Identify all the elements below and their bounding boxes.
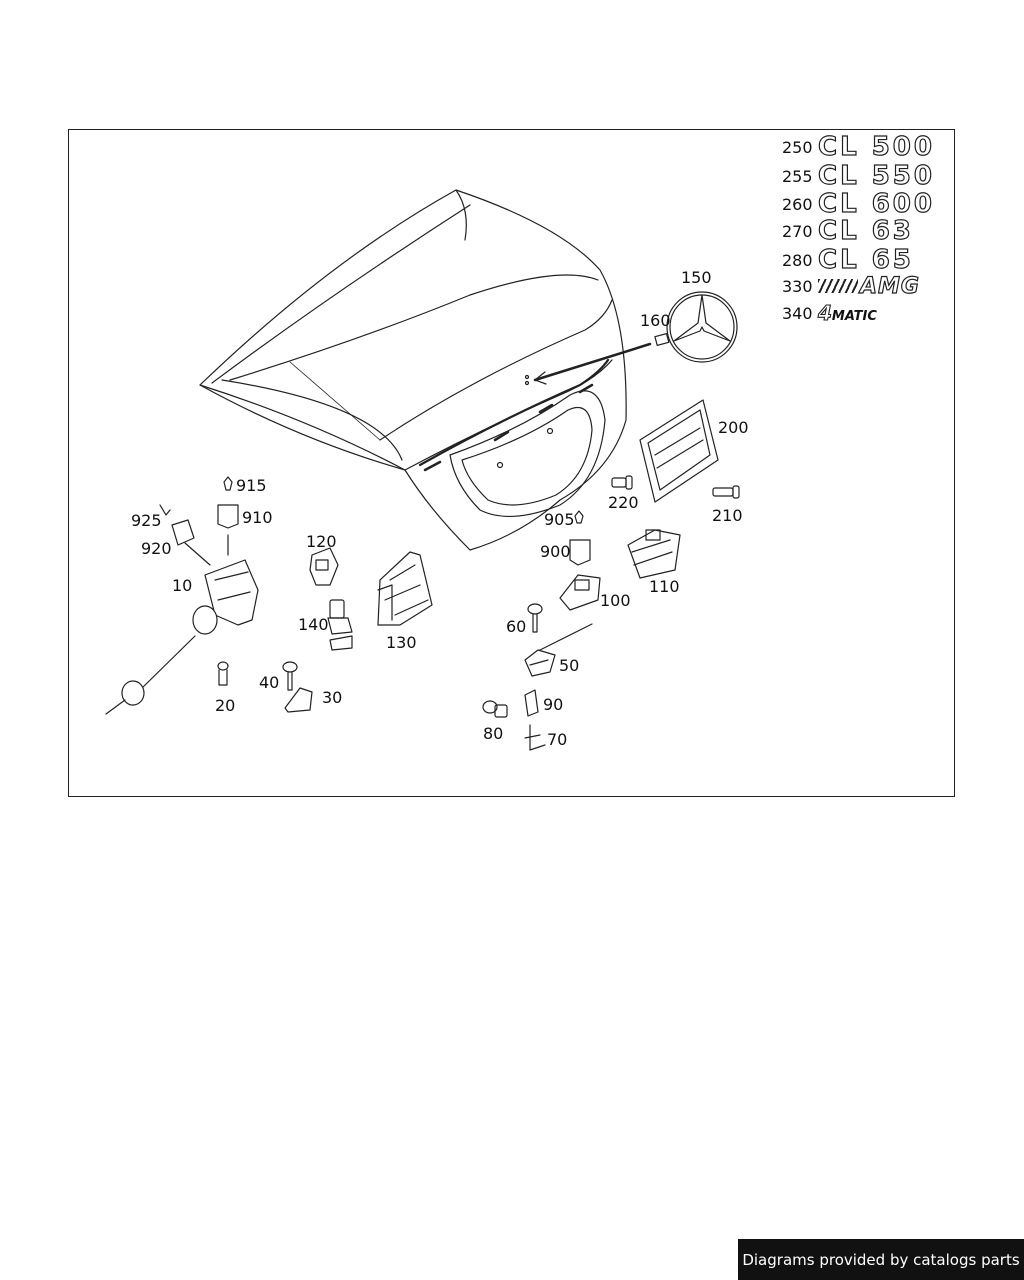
callout-200: 200 [718, 418, 749, 437]
callout-100: 100 [600, 591, 631, 610]
badge-cl65: CL 65 [817, 244, 914, 275]
handle-110 [627, 529, 681, 579]
callout-20: 20 [215, 696, 236, 715]
callout-140: 140 [298, 615, 329, 634]
badge-row-260: 260 CL 600 [782, 188, 935, 219]
part-120 [309, 547, 339, 586]
callout-70: 70 [547, 730, 568, 749]
bracket-30 [282, 661, 313, 713]
badge-4matic-sub: MATIC [831, 309, 877, 324]
screw-60 [527, 603, 543, 633]
callout-920: 920 [141, 539, 172, 558]
badge-number: 255 [782, 166, 813, 186]
plugs [159, 476, 239, 566]
star-emblem [666, 291, 738, 363]
callout-220: 220 [608, 493, 639, 512]
badge-amg: AMG [859, 273, 920, 299]
callout-10: 10 [172, 576, 193, 595]
plate-bracket [639, 399, 719, 503]
badge-number: 270 [782, 221, 813, 241]
screws [611, 475, 740, 499]
footer-credit: Diagrams provided by catalogs parts [738, 1239, 1024, 1280]
buffer-140 [327, 599, 353, 651]
callout-925: 925 [131, 511, 162, 530]
callout-210: 210 [712, 506, 743, 525]
amg-stripes-icon [818, 279, 858, 293]
bracket-70 [524, 724, 546, 751]
callout-80: 80 [483, 724, 504, 743]
callout-900: 900 [540, 542, 571, 561]
lock-50 [524, 623, 593, 677]
screw-80 [482, 700, 508, 718]
actuator-10 [105, 534, 259, 715]
badge-row-280: 280 CL 65 [782, 244, 914, 275]
badge-cl63: CL 63 [817, 215, 914, 246]
badge-number: 250 [782, 137, 813, 157]
callout-910: 910 [242, 508, 273, 527]
switch-100 [559, 510, 601, 611]
callout-60: 60 [506, 617, 527, 636]
badge-4matic-main: 4 [817, 300, 832, 325]
badge-row-340: 340 4MATIC [782, 300, 877, 326]
callout-90: 90 [543, 695, 564, 714]
badge-number: 260 [782, 194, 813, 214]
badge-row-270: 270 CL 63 [782, 215, 914, 246]
clip-90 [524, 689, 539, 717]
callout-905: 905 [544, 510, 575, 529]
callout-110: 110 [649, 577, 680, 596]
callout-30: 30 [322, 688, 343, 707]
trunk-lid [199, 189, 627, 551]
badge-row-250: 250 CL 500 [782, 131, 935, 162]
sleeve-and-arrow [524, 333, 670, 386]
badge-cl500: CL 500 [817, 131, 935, 162]
callout-130: 130 [386, 633, 417, 652]
callout-120: 120 [306, 532, 337, 551]
badge-number: 280 [782, 250, 813, 270]
callout-50: 50 [559, 656, 580, 675]
badge-4matic: 4MATIC [817, 300, 877, 325]
badge-number: 330 [782, 276, 813, 296]
badge-row-330: 330 AMG [782, 273, 920, 299]
callout-160: 160 [640, 311, 671, 330]
diagram-frame [68, 129, 955, 797]
callout-40: 40 [259, 673, 280, 692]
badge-cl600: CL 600 [817, 188, 935, 219]
screw-20 [217, 661, 229, 686]
badge-row-255: 255 CL 550 [782, 160, 935, 191]
callout-915: 915 [236, 476, 267, 495]
badge-cl550: CL 550 [817, 160, 935, 191]
bracket-130 [377, 551, 433, 626]
callout-150: 150 [681, 268, 712, 287]
badge-number: 340 [782, 303, 813, 323]
